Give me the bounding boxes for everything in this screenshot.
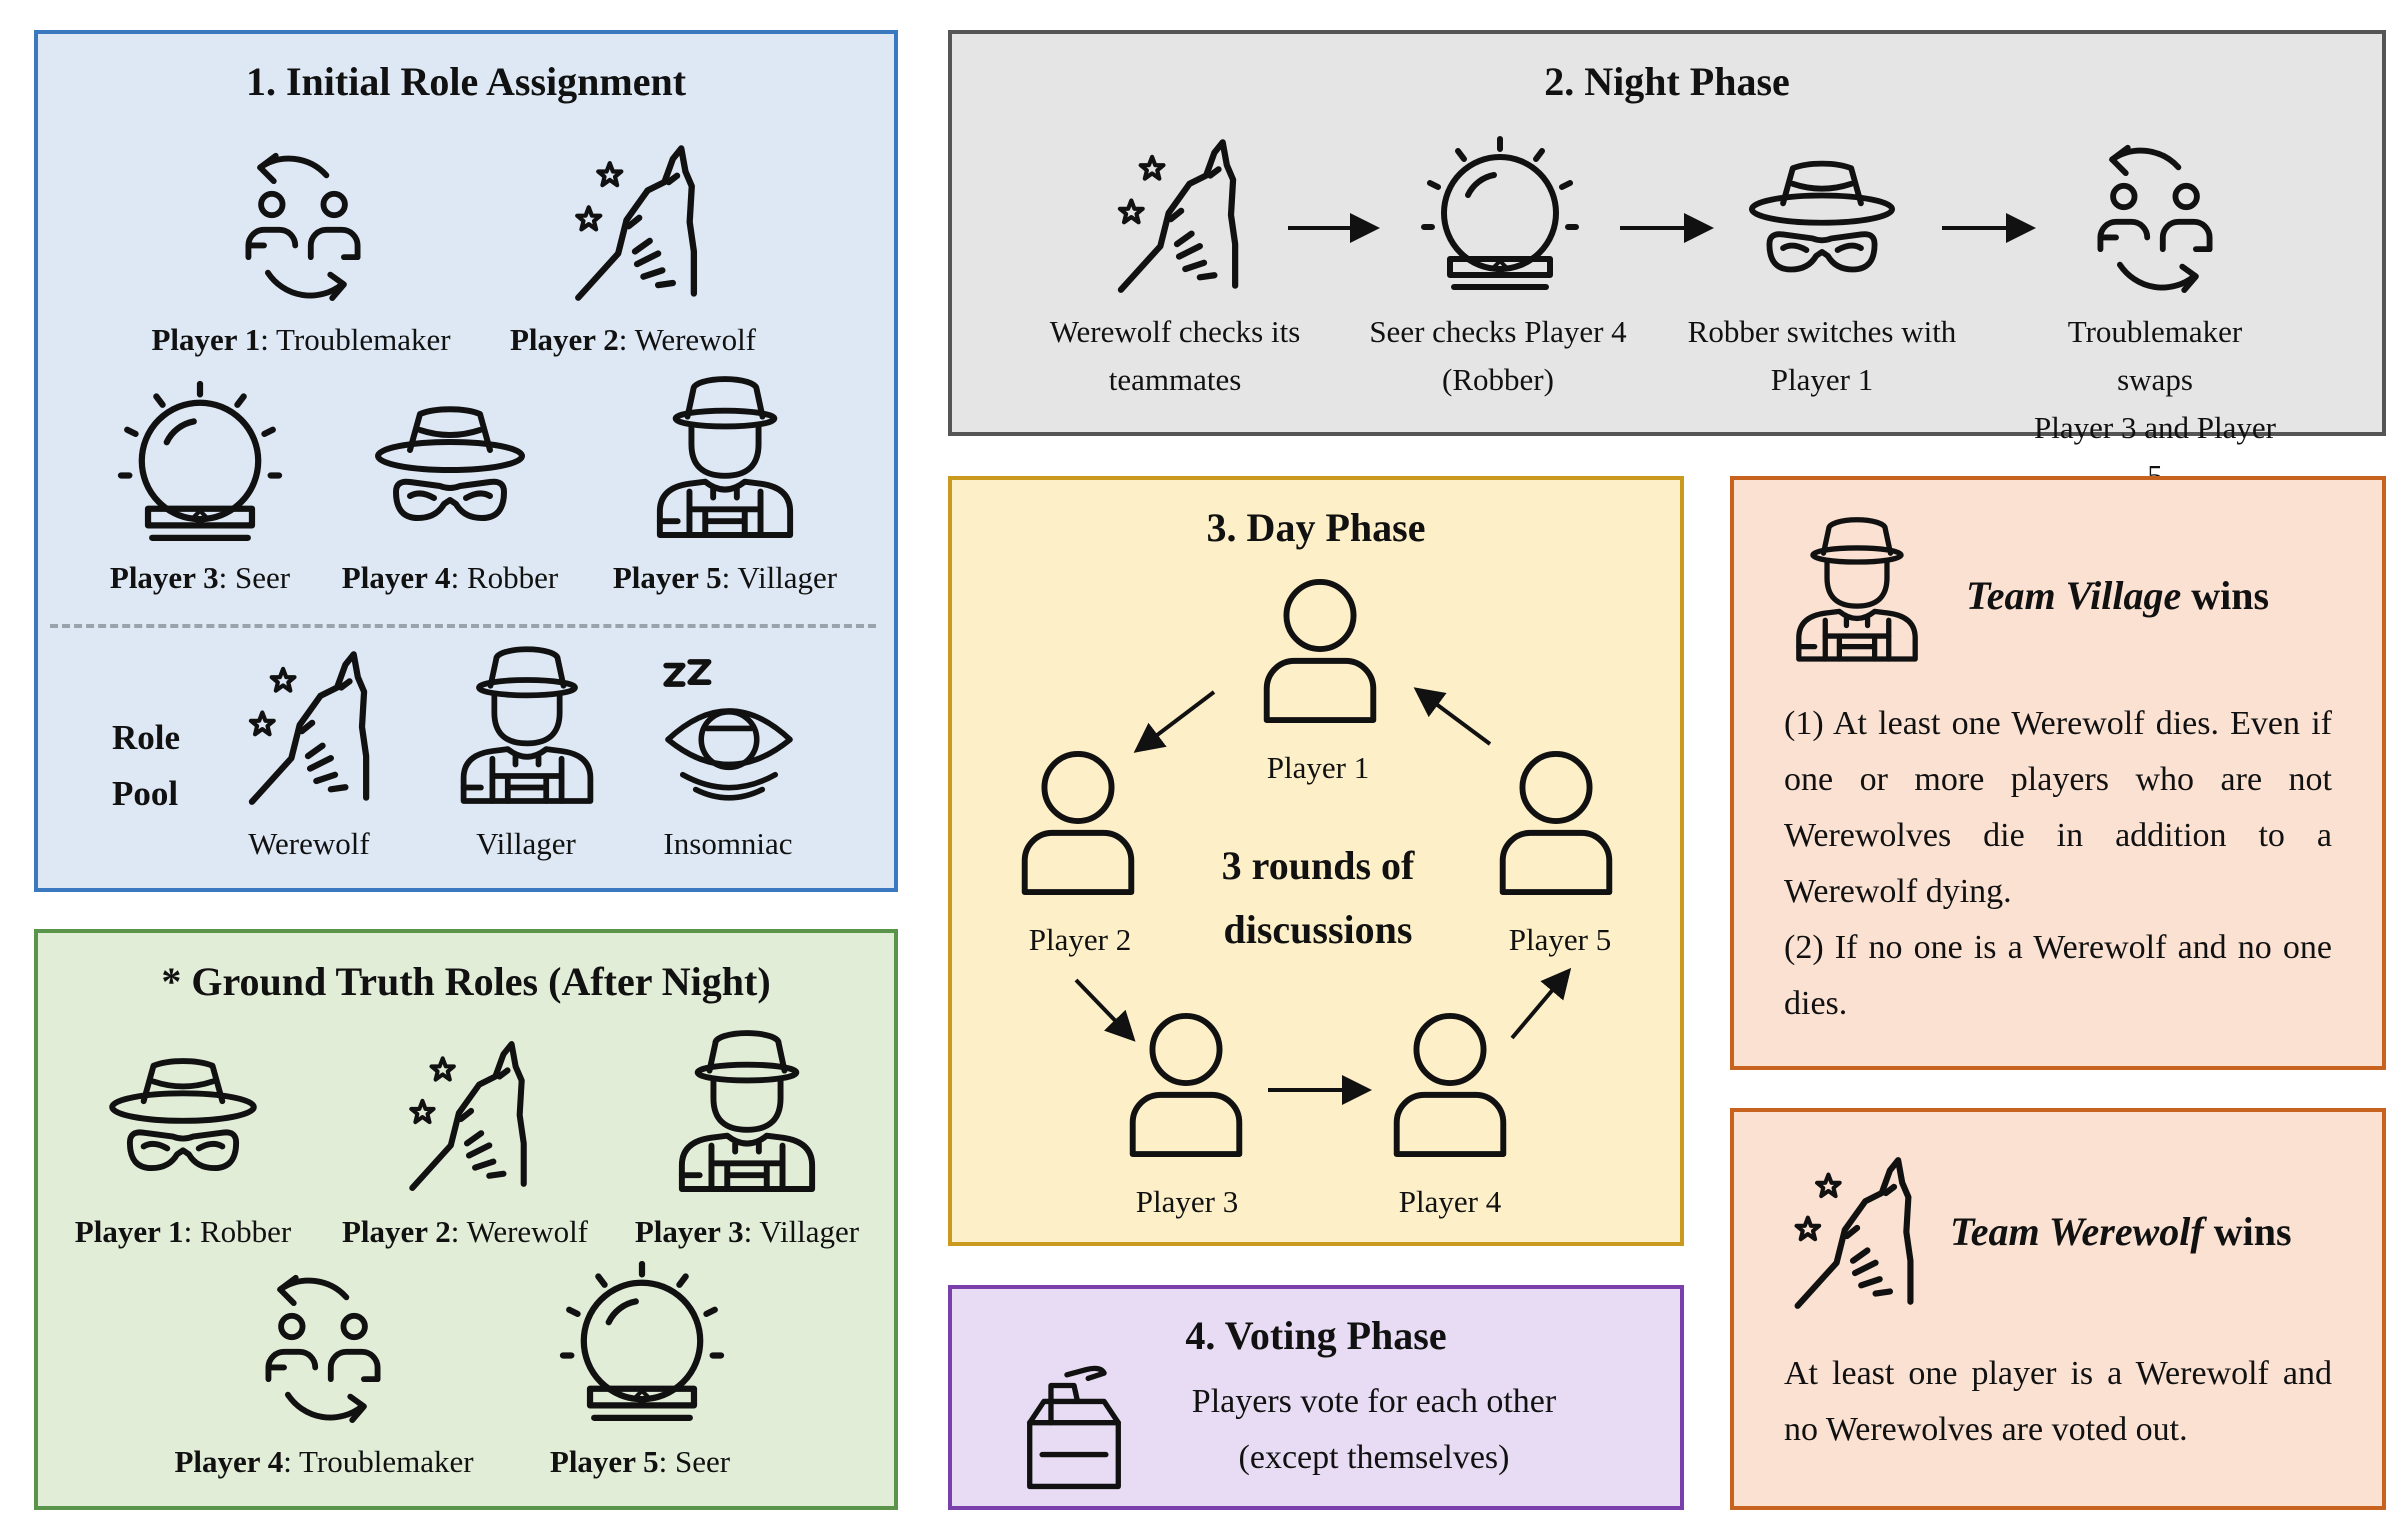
day-player-4-icon — [1388, 1012, 1512, 1160]
day-player-5-icon — [1494, 750, 1618, 898]
pool-villager-label: Villager — [476, 826, 576, 861]
night-step-2-caption: Seer checks Player 4(Robber) — [1369, 314, 1627, 397]
day-player-3-icon — [1124, 1012, 1248, 1160]
day-player-3-label: Player 3 — [1135, 1184, 1239, 1219]
day-phase-title: 3. Day Phase — [1206, 505, 1426, 550]
team-werewolf-icon — [1786, 1152, 1920, 1312]
night-werewolf-icon — [1106, 134, 1248, 296]
day-player-1-icon — [1258, 578, 1382, 726]
team-werewolf-title: Team Werewolf wins — [1950, 1209, 2292, 1254]
role-pool-label: Role Pool — [112, 718, 181, 813]
pool-villager-icon — [454, 648, 600, 808]
gt-player-3-label: Player 3: Villager — [634, 1214, 860, 1249]
initial-player-4-label: Player 4: Robber — [341, 560, 559, 595]
day-player-2-label: Player 2 — [1028, 922, 1132, 957]
gt-player-5-label: Player 5: Seer — [549, 1444, 731, 1479]
gt-robber-icon — [108, 1052, 258, 1172]
initial-player-5-label: Player 5: Villager — [612, 560, 838, 595]
night-phase-title: 2. Night Phase — [1544, 59, 1790, 104]
night-crystal-ball-icon — [1424, 136, 1576, 294]
gt-crystal-ball-icon — [562, 1264, 722, 1422]
initial-role-title: 1. Initial Role Assignment — [245, 59, 687, 104]
day-player-5-label: Player 5 — [1508, 922, 1612, 957]
day-player-4-label: Player 4 — [1398, 1184, 1502, 1219]
ground-truth-panel — [34, 929, 898, 1510]
swap-icon — [220, 148, 386, 300]
initial-player-1-label: Player 1: Troublemaker — [151, 322, 451, 357]
gt-swap-icon — [240, 1270, 406, 1422]
gt-villager-icon — [672, 1034, 822, 1194]
day-player-1-label: Player 1 — [1266, 750, 1370, 785]
team-village-conditions: (1) At least one Werewolf dies. Even if … — [1784, 705, 2332, 1022]
villager-icon — [650, 380, 800, 540]
voting-phase-panel — [948, 1285, 1684, 1510]
night-robber-icon — [1748, 152, 1896, 276]
day-phase-panel — [948, 476, 1684, 1246]
insomniac-eye-icon — [656, 660, 802, 808]
role-pool-divider — [50, 624, 876, 628]
team-werewolf-condition: At least one player is a Werewolf and no… — [1784, 1355, 2332, 1448]
pool-werewolf-label: Werewolf — [248, 826, 370, 861]
pool-werewolf-icon — [238, 646, 378, 808]
pool-insomniac-label: Insomniac — [663, 826, 793, 861]
gt-player-1-label: Player 1: Robber — [74, 1214, 292, 1249]
gt-player-2-label: Player 2: Werewolf — [341, 1214, 589, 1249]
gt-werewolf-icon — [400, 1036, 534, 1194]
initial-player-3-label: Player 3: Seer — [109, 560, 291, 595]
gt-player-4-label: Player 4: Troublemaker — [174, 1444, 474, 1479]
village-villager-icon — [1790, 516, 1924, 668]
ground-truth-title: * Ground Truth Roles (After Night) — [161, 959, 771, 1004]
werewolf-icon — [560, 140, 710, 304]
crystal-ball-icon — [120, 384, 280, 542]
robber-icon — [374, 400, 526, 522]
day-player-2-icon — [1016, 750, 1140, 898]
team-village-panel — [1730, 476, 2386, 1070]
voting-description: Players vote for each other(except thems… — [1191, 1383, 1557, 1476]
ballot-box-icon — [1016, 1366, 1132, 1490]
voting-phase-title: 4. Voting Phase — [1185, 1313, 1447, 1358]
team-village-title: Team Village wins — [1966, 573, 2270, 618]
night-swap-icon — [2072, 140, 2238, 292]
team-werewolf-panel — [1730, 1108, 2386, 1510]
initial-player-2-label: Player 2: Werewolf — [509, 322, 757, 357]
